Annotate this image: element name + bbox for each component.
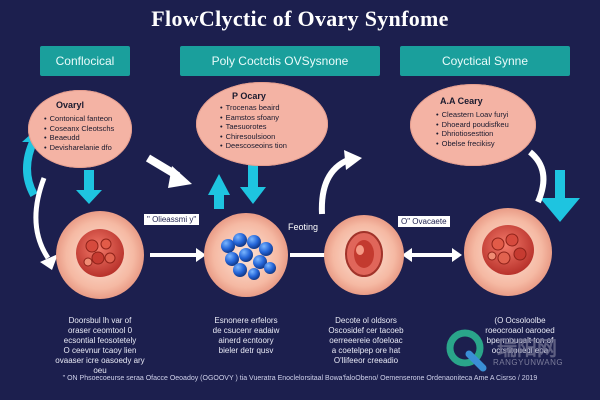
caption-line: bieler detr qusv [218,346,274,355]
list-item: Contonical fanteon [44,114,114,124]
list-item: Dhriotiosesttion [436,129,509,139]
caption-line: a coetelpep ore hat [331,346,401,355]
caption-stage-1: Doorsbul lh var of oraser ceomtool 0 ecs… [30,316,170,376]
cyan-up-arrow [208,174,230,209]
caption-line: (O Ocsoloolbe [494,316,546,325]
caption-line: oraser ceomtool 0 [67,326,133,335]
caption-line: Esnonere erfelors [214,316,278,325]
watermark-q-icon [446,329,487,372]
white-diagonal-arrow [145,154,192,188]
watermark-logo: 瑞阳网 RANGYUNWANG [445,326,595,376]
caption-line: ocrstitouedl eoa [491,346,549,355]
banner-conflocical: Conflocical [40,46,130,76]
banner-cyctical: Coyctical Synne [400,46,570,76]
cyan-right-big-arrow [540,170,580,222]
list-item: Obelse frecikisy [436,139,509,149]
caption-line: ecsontial feosotetely [63,336,137,345]
caption-line: bpermouoalt ton of [486,336,554,345]
oval-1-list: Contonical fanteon Coseanx Cleotschs Bea… [44,114,115,153]
caption-stage-3: Decote ol oldsors Oscosidef cer tacoeb o… [306,316,426,366]
list-item: Beaeudd [44,133,114,143]
white-curve-arrow-right [527,149,547,204]
cyan-down-arrow-2 [240,165,266,204]
list-item: Cleastern Loav furyi [436,110,509,120]
footer-citation: " ON Phsoecoeurse seraa Ofacce Oeoadoy (… [62,375,538,382]
caption-line: ovaaser icre oasoedy ary [55,356,145,365]
label-oocyte: " Olieassmi y" [144,214,200,225]
label-feeding: Feoting [288,222,319,232]
list-item: Deescoseoins tion [220,141,287,151]
caption-line: Oscosidef cer tacoeb [328,326,404,335]
oval-3-heading: A.A Ceary [440,96,483,106]
caption-stage-2: Esnonere erfelors de csucenr eadaiw aine… [186,316,306,356]
caption-stage-4: (O Ocsoloolbe roeocroaol oarooed bpermou… [460,316,580,356]
info-oval-1: Ovaryl Contonical fanteon Coseanx Cleots… [28,90,132,168]
caption-line: ainerd ecntoory [218,336,274,345]
white-arrow-3-4 [402,248,462,262]
caption-line: Doorsbul lh var of [68,316,132,325]
label-ovarie: O" Ovacaete [398,216,450,227]
polycystic-ovary-cysts [204,213,288,297]
caption-line: O'llifeeor creeadio [333,356,399,365]
caption-line: oerreeereie ofoeloac [329,336,403,345]
caption-line: de csucenr eadaiw [212,326,280,335]
white-arrow-1-2 [150,248,206,262]
list-item: Trocenas beaird [220,103,287,113]
follicle-stage-4 [464,208,552,296]
follicle-stage-1 [56,211,144,299]
list-item: Devisharelanie dfo [44,143,114,153]
follicle-stage-3 [324,215,404,295]
cyan-down-arrow-1 [76,170,102,204]
caption-line: roeocroaol oarooed [485,326,555,335]
oval-2-list: Trocenas beaird Eamstos sfoany Taesuorot… [220,103,287,151]
white-curve-arrow-left [33,177,58,270]
info-oval-3: A.A Ceary Cleastern Loav furyi Dhoeard p… [410,84,536,166]
caption-line: oeu [93,366,107,375]
list-item: Dhoeard poudisfkeu [436,120,509,130]
info-oval-2: P Ocary Trocenas beaird Eamstos sfoany T… [196,82,328,166]
watermark-text: RANGYUNWANG [493,358,564,367]
list-item: Taesuorotes [220,122,287,132]
oval-2-heading: P Ocary [232,91,266,101]
page-title: FlowClyctic of Ovary Synfome [151,6,449,31]
list-item: Chiresoulsioon [220,132,287,142]
watermark-cjk: 瑞阳网 [497,338,557,360]
oval-3-list: Cleastern Loav furyi Dhoeard poudisfkeu … [436,110,509,148]
caption-line: O ceevnur tcaoy lien [63,346,137,355]
oval-1-heading: Ovaryl [56,100,85,110]
caption-line: Decote ol oldsors [335,316,397,325]
list-item: Eamstos sfoany [220,113,287,123]
list-item: Coseanx Cleotschs [44,124,115,134]
white-curve-arrow-mid [318,150,362,215]
banner-polycystic: Poly Coctctis OVSysnone [180,46,380,76]
